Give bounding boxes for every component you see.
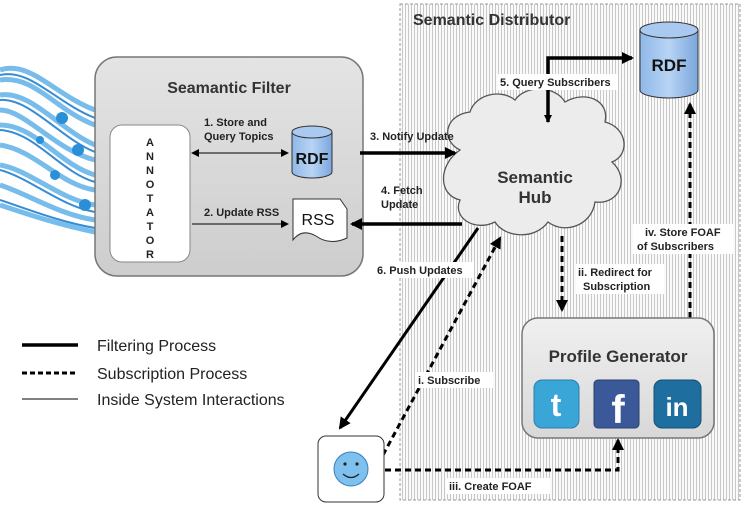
create-foaf-label: iii. Create FOAF [449,481,532,493]
svg-text:f: f [611,388,625,432]
rss-label: RSS [302,212,335,229]
distributor-rdf-database: RDF [639,21,699,99]
semantic-filter-panel: Seamantic Filter A N N O T A T O R RDF R… [94,56,364,277]
create-foaf-arrow [385,438,624,472]
redirect-label-bg [576,264,664,294]
filter-rdf-label: RDF [296,151,329,168]
profile-generator-title: Profile Generator [549,347,688,366]
svg-text:in: in [665,392,688,422]
facebook-icon: f [593,379,640,432]
annotator-letter: T [147,221,154,233]
annotator-letter: T [147,193,154,205]
legend-filtering-label: Filtering Process [97,338,216,355]
user-avatar [317,435,385,503]
tweet-stream-graphic [0,65,97,235]
filter-rdf-database: RDF [291,125,333,179]
annotator-label: A N N O T A T O R [146,137,155,261]
semantic-distributor-title: Semantic Distributor [413,12,570,29]
store-foaf-label-line1: iv. Store FOAF [645,227,721,239]
annotator-letter: N [146,151,154,163]
annotator-letter: N [146,165,154,177]
semantic-hub-cloud: Semantic Hub [443,88,625,236]
create-foaf-label-bg [446,478,550,494]
rss-document: RSS [292,198,348,242]
push-updates-arrow [338,227,480,430]
subscribe-arrow [381,236,502,456]
notify-update-label: 3. Notify Update [370,131,454,143]
store-query-label-line1: 1. Store and [204,117,267,129]
svg-text:t: t [551,387,562,423]
semantic-filter-title: Seamantic Filter [167,80,291,97]
annotator-box [109,124,191,263]
store-query-label-line2: Query Topics [204,131,273,143]
subscribe-label-bg [415,372,493,388]
redirect-label-line1: ii. Redirect for [578,267,653,279]
twitter-icon: t [533,379,580,429]
query-subscribers-label: 5. Query Subscribers [500,77,611,89]
linkedin-icon: in [653,379,702,429]
query-subscribers-label-bg [498,74,618,90]
annotator-letter: R [146,249,154,261]
query-subscribers-arrow [544,52,634,123]
fetch-update-label-line2: Update [381,199,418,211]
store-foaf-label-bg [633,224,733,254]
push-updates-label-bg [374,262,474,278]
fetch-update-label-line1: 4. Fetch [381,185,423,197]
redirect-label-line2: Subscription [583,281,651,293]
push-updates-label: 6. Push Updates [377,265,463,277]
profile-generator-panel: Profile Generator t f in [521,317,715,439]
subscribe-label: i. Subscribe [418,375,480,387]
annotator-letter: A [146,207,154,219]
distributor-rdf-label: RDF [652,56,687,75]
semantic-hub-label-line2: Hub [518,188,551,207]
legend-subscription-label: Subscription Process [97,366,247,383]
store-foaf-label-line2: of Subscribers [637,241,714,253]
annotator-letter: A [146,137,154,149]
annotator-letter: O [146,179,155,191]
annotator-letter: O [146,235,155,247]
update-rss-label: 2. Update RSS [204,207,279,219]
legend-inside-label: Inside System Interactions [97,392,285,409]
legend: Filtering Process Subscription Process I… [22,338,285,409]
semantic-hub-label-line1: Semantic [497,168,573,187]
